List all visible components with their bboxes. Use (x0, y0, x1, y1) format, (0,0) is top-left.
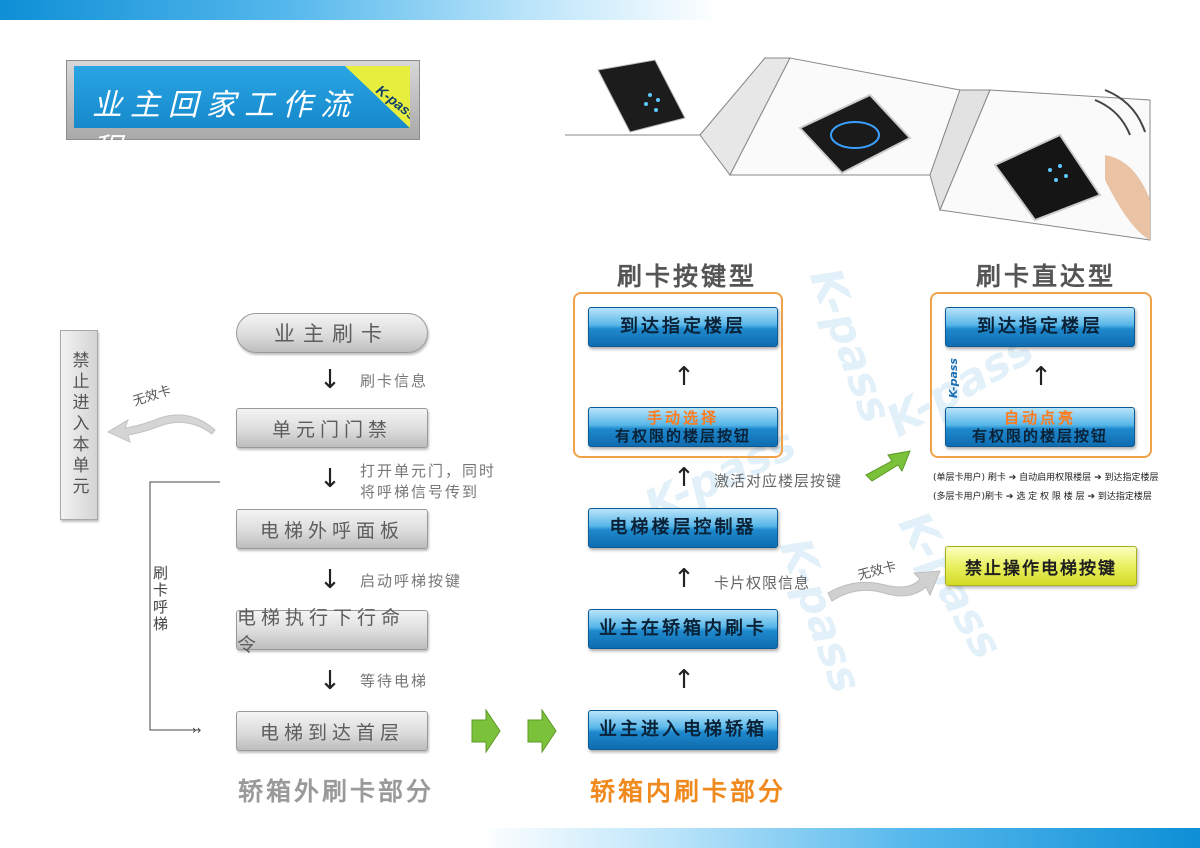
card-reader-device-icon (798, 93, 912, 175)
label-swipe-call: 刷卡呼梯 (151, 565, 169, 633)
kpass-logo-icon: K-pass (345, 66, 410, 128)
green-arrow-icon (527, 708, 557, 754)
note-send-signal: 将呼梯信号传到 (360, 483, 480, 501)
top-gradient-bar (0, 0, 720, 20)
forbid-entry-text: 禁止进入本单元 (68, 351, 89, 498)
page-title: 业主回家工作流程 (92, 88, 358, 167)
floor-controller-text: 电梯楼层控制器 (609, 517, 757, 538)
step-elevator-ground-floor: 电梯到达首层 (236, 711, 428, 751)
box-forbid-elevator-keys: 禁止操作电梯按键 (945, 546, 1137, 586)
box-auto-light: 自动点亮 有权限的楼层按钮 (945, 407, 1135, 447)
arrow-down-icon: ↓ (319, 464, 341, 494)
enter-car-text: 业主进入电梯轿箱 (599, 719, 767, 740)
box-forbid-entry: 禁止进入本单元 (60, 330, 98, 520)
box-arrive-floor-text: 到达指定楼层 (620, 316, 746, 337)
step-elevator-descend: 电梯执行下行命令 (236, 607, 428, 656)
swipe-in-car-text: 业主在轿箱内刷卡 (599, 618, 767, 639)
heading-swipe-key-type: 刷卡按键型 (617, 262, 758, 291)
caption-outside-car: 轿箱外刷卡部分 (238, 777, 435, 806)
invalid-card-arrow-icon (106, 414, 216, 443)
note-call-button: 启动呼梯按键 (360, 572, 463, 590)
manual-select-line1: 手动选择 (646, 409, 719, 427)
legend-row-multi: (多层卡用户)刷卡 ➔ 选 定 权 限 楼 层 ➔ 到达指定楼层 (933, 489, 1152, 502)
legend-step-multi: 选 定 权 限 楼 层 (1016, 492, 1085, 502)
bottom-gradient-bar (480, 828, 1200, 848)
note-card-permission: 卡片权限信息 (714, 574, 811, 592)
box-floor-controller: 电梯楼层控制器 (588, 508, 778, 548)
svg-text:››: ›› (192, 723, 202, 737)
arrow-up-icon: ↑ (673, 564, 695, 594)
box-swipe-in-car: 业主在轿箱内刷卡 (588, 609, 778, 649)
heading-direct-type: 刷卡直达型 (976, 262, 1117, 291)
step-owner-swipe-card: 业主刷卡 (236, 313, 428, 353)
arrow-up-icon: ↑ (673, 463, 695, 493)
arrow-right-icon: ➔ (1087, 492, 1098, 502)
box-enter-car: 业主进入电梯轿箱 (588, 710, 778, 750)
arrow-down-icon: ↓ (319, 365, 341, 395)
arrow-down-icon: ↓ (319, 666, 341, 696)
arrow-right-icon: ➔ (1094, 473, 1105, 483)
keypad-device-icon (597, 59, 686, 133)
arrive-floor-direct-text: 到达指定楼层 (977, 316, 1103, 337)
invalid-card-arrow-icon (827, 570, 941, 602)
caption-inside-car: 轿箱内刷卡部分 (590, 777, 787, 806)
legend-row-single: (单层卡用户) 刷卡 ➔ 自动启用权限楼层 ➔ 到达指定楼层 (933, 470, 1158, 483)
small-logo: K-pass (947, 358, 960, 399)
arrow-right-icon: ➔ (1005, 492, 1017, 502)
step-elevator-call-panel: 电梯外呼面板 (236, 509, 428, 549)
arrow-down-icon: ↓ (319, 565, 341, 595)
legend-step-single: 自动启用权限楼层 (1019, 473, 1092, 483)
frame-swipe-key (573, 292, 783, 458)
touch-panel-device-icon (993, 89, 1150, 240)
note-activate-keys: 激活对应楼层按键 (714, 472, 843, 490)
product-illustration (565, 57, 1151, 241)
legend-user-single: (单层卡用户) 刷卡 (933, 473, 1006, 483)
note-open-door: 打开单元门，同时 (360, 462, 497, 480)
finger-icon (1105, 155, 1150, 240)
title-banner (74, 66, 410, 128)
box-arrive-floor: 到达指定楼层 (588, 307, 778, 347)
auto-light-line1: 自动点亮 (1003, 409, 1076, 427)
legend-user-multi: (多层卡用户)刷卡 (933, 492, 1004, 502)
box-manual-select: 手动选择 有权限的楼层按钮 (588, 407, 778, 447)
connector-swipe-call-line: ›› (149, 481, 220, 737)
box-arrive-floor-direct: 到达指定楼层 (945, 307, 1135, 347)
arrow-up-icon: ↑ (1030, 362, 1052, 392)
legend-end-multi: 到达指定楼层 (1097, 492, 1152, 502)
auto-light-line2: 有权限的楼层按钮 (971, 427, 1108, 445)
frame-direct (930, 292, 1152, 458)
arrow-up-icon: ↑ (673, 362, 695, 392)
note-wait-elevator: 等待电梯 (360, 672, 429, 690)
green-diagonal-arrow-icon (865, 450, 911, 482)
manual-select-line2: 有权限的楼层按钮 (614, 427, 751, 445)
arrow-up-icon: ↑ (673, 665, 695, 695)
step-unit-door-access: 单元门门禁 (236, 408, 428, 448)
green-arrow-icon (471, 708, 501, 754)
legend-end-single: 到达指定楼层 (1104, 473, 1159, 483)
note-card-info: 刷卡信息 (360, 372, 429, 390)
arrow-right-icon: ➔ (1008, 473, 1020, 483)
